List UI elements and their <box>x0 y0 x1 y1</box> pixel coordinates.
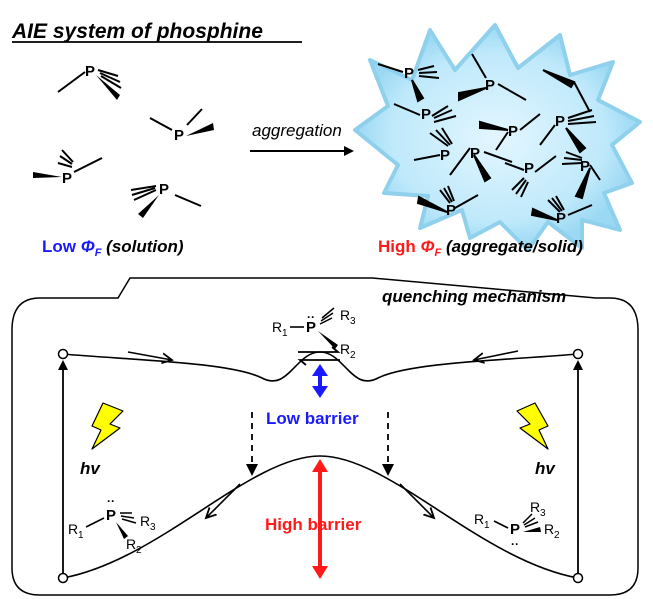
phosphine-molecule: P <box>33 149 103 187</box>
svg-text:P: P <box>485 77 495 94</box>
svg-text:P: P <box>508 123 518 140</box>
svg-text:R: R <box>530 499 540 515</box>
svg-text:1: 1 <box>484 520 490 531</box>
svg-text:P: P <box>421 106 431 123</box>
slide-arrow-left <box>206 483 241 518</box>
svg-text:P: P <box>555 113 565 130</box>
svg-text:R: R <box>474 511 484 527</box>
decay-arrowhead-left <box>246 464 258 476</box>
svg-text:P: P <box>159 181 169 198</box>
hv-label-right: hv <box>535 459 556 478</box>
planar-phosphine-structure: R 1 P ·· R 3 R 2 <box>272 307 356 361</box>
svg-text:2: 2 <box>350 350 356 361</box>
equilibrium-arrows <box>297 346 341 366</box>
quenching-mechanism-label: quenching mechanism <box>382 287 566 306</box>
state-point <box>572 348 584 360</box>
phosphine-molecule: P <box>130 181 202 218</box>
low-barrier-arrowhead-down <box>312 386 328 398</box>
decay-arrowhead-right <box>382 464 394 476</box>
high-phi-label: High ΦF (aggregate/solid) <box>378 237 583 259</box>
svg-text:P: P <box>580 158 590 175</box>
phosphine-molecule: P <box>149 108 214 144</box>
svg-text:P: P <box>404 65 414 82</box>
svg-text:R: R <box>340 307 350 323</box>
high-barrier-label: High barrier <box>265 515 362 534</box>
ground-state-curve <box>62 455 579 579</box>
aggregation-label: aggregation <box>252 121 342 140</box>
svg-text:P: P <box>106 507 116 524</box>
svg-text:3: 3 <box>150 522 156 533</box>
svg-text:P: P <box>85 63 95 80</box>
svg-text:P: P <box>510 521 520 538</box>
lightning-icon <box>91 402 124 450</box>
figure-title: AIE system of phosphine <box>11 20 263 43</box>
svg-text:P: P <box>174 127 184 144</box>
low-barrier-label: Low barrier <box>266 409 359 428</box>
relaxation-arrow-left <box>127 351 172 360</box>
svg-text:R: R <box>68 521 78 537</box>
svg-text:P: P <box>446 202 456 219</box>
svg-text:3: 3 <box>540 508 546 519</box>
svg-text:R: R <box>140 513 150 529</box>
hv-label-left: hv <box>80 459 101 478</box>
relaxation-arrow-right <box>474 350 519 360</box>
svg-text:R: R <box>126 536 136 552</box>
quenching-callout-frame <box>11 277 639 596</box>
svg-text:3: 3 <box>350 316 356 327</box>
svg-text:P: P <box>440 147 450 164</box>
aggregate-glow-starburst <box>353 23 642 252</box>
svg-text:··: ·· <box>107 494 115 508</box>
lightning-icon <box>516 402 549 450</box>
svg-text:P: P <box>556 210 566 227</box>
svg-text:··: ·· <box>307 310 315 324</box>
pyramidal-phosphine-left: P ·· R 1 R 3 R 2 <box>68 494 156 556</box>
phosphine-molecule: P <box>57 63 122 100</box>
state-point <box>57 572 69 584</box>
svg-text:R: R <box>340 341 350 357</box>
svg-text:2: 2 <box>554 530 560 541</box>
state-point <box>57 348 69 360</box>
state-point <box>572 572 584 584</box>
high-barrier-arrowhead-up <box>312 459 328 472</box>
svg-text:1: 1 <box>282 328 288 339</box>
svg-text:2: 2 <box>136 545 142 556</box>
svg-text:P: P <box>470 145 480 162</box>
svg-text:R: R <box>544 521 554 537</box>
slide-arrow-right <box>399 483 434 518</box>
svg-text:P: P <box>524 160 534 177</box>
pyramidal-phosphine-right: P ·· R 1 R 3 R 2 <box>474 499 560 551</box>
svg-text:R: R <box>272 319 282 335</box>
svg-text:P: P <box>62 170 72 187</box>
low-phi-label: Low ΦF (solution) <box>42 237 184 259</box>
aggregated-phosphines: P P P P P P P P <box>377 53 601 227</box>
svg-text:1: 1 <box>78 530 84 541</box>
low-barrier-arrowhead-up <box>312 364 328 376</box>
svg-text:P: P <box>306 319 316 336</box>
svg-text:··: ·· <box>511 537 519 551</box>
high-barrier-arrowhead-down <box>312 566 328 579</box>
